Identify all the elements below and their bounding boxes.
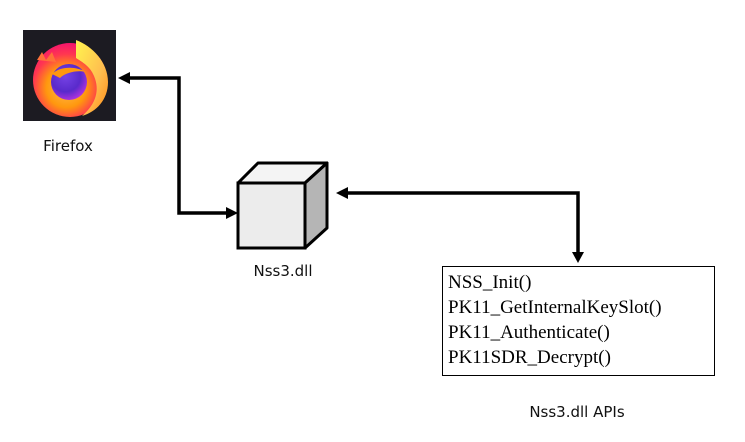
arrowhead-to-nss3-right [336,187,348,199]
arrowhead-to-nss3-left [226,207,238,219]
connector-firefox-nss3 [118,72,238,219]
arrowhead-to-firefox [118,72,130,84]
nss3-dll-label: Nss3.dll [253,262,313,280]
nss3-apis-label: Nss3.dll APIs [529,403,625,421]
api-function-item: PK11SDR_Decrypt() [448,347,611,368]
api-function-item: PK11_Authenticate() [448,322,610,343]
api-function-item: NSS_Init() [448,272,532,293]
api-function-item: PK11_GetInternalKeySlot() [448,297,662,318]
api-function-box: NSS_Init() PK11_GetInternalKeySlot() PK1… [442,266,715,376]
connector-nss3-apis [336,187,584,263]
firefox-label: Firefox [43,137,93,155]
nss3-dll-cube-icon [236,161,329,250]
firefox-logo-icon [23,30,116,121]
arrowhead-to-apis [572,252,584,263]
